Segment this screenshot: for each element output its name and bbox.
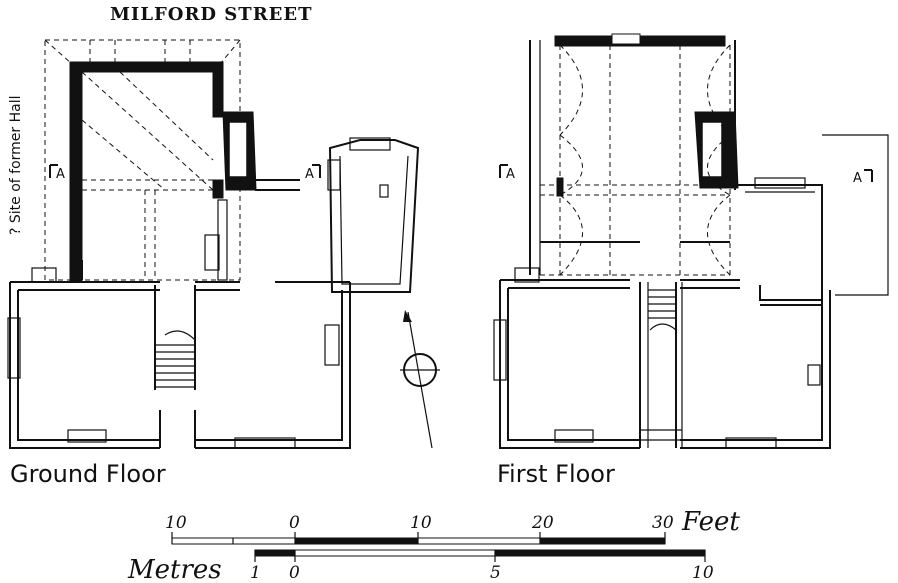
scale-bar: 10 0 10 20 30 Feet Metres 1 0 5 10 (127, 507, 740, 583)
feet-tick-10: 10 (410, 513, 432, 533)
feet-tick-10-left: 10 (165, 513, 187, 533)
first-floor-plan: A A (493, 33, 889, 449)
section-mark-left: A (56, 167, 65, 182)
feet-tick-0: 0 (289, 513, 300, 533)
feet-tick-30: 30 (652, 513, 674, 533)
street-title: MILFORD STREET (110, 4, 312, 25)
metres-unit-label: Metres (127, 555, 222, 583)
first-floor-label: First Floor (497, 460, 615, 488)
ground-floor-plan: A A (7, 39, 420, 449)
section-mark-first-left: A (506, 167, 515, 182)
section-mark-first-right: A (853, 171, 862, 186)
hall-note: ? Site of former Hall (8, 95, 24, 235)
metre-tick-1: 1 (250, 563, 261, 583)
metre-tick-10: 10 (692, 563, 714, 583)
ground-floor-label: Ground Floor (10, 460, 166, 488)
section-mark-right: A (305, 167, 314, 182)
metre-tick-0: 0 (289, 563, 300, 583)
metre-tick-5: 5 (490, 563, 501, 583)
feet-unit-label: Feet (681, 507, 740, 537)
feet-tick-20: 20 (531, 513, 554, 533)
north-arrow-icon (400, 310, 440, 449)
